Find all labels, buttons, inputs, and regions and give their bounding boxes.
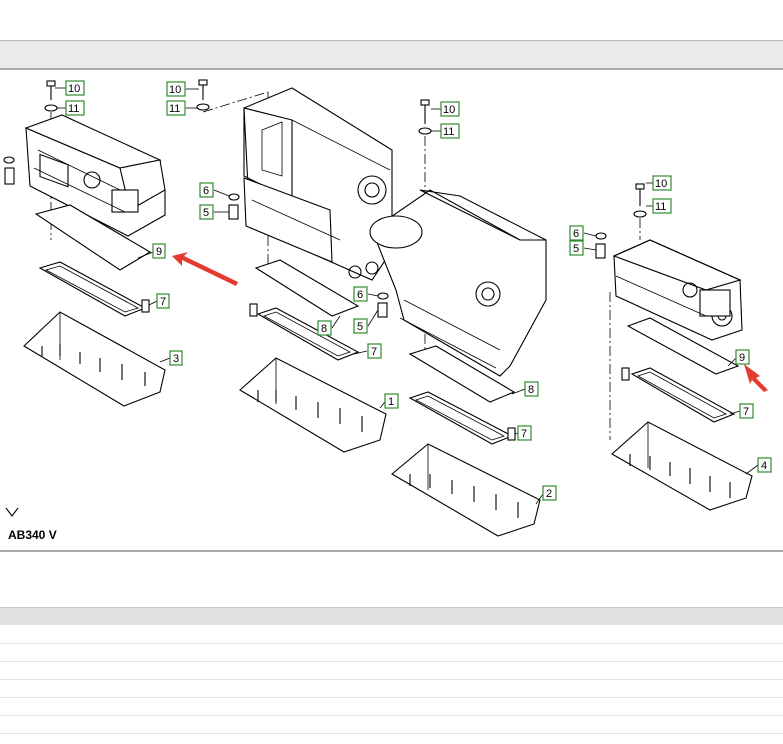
- diagram-canvas: 10 11 9 7 3 10 11 6: [3, 79, 772, 537]
- exploded-parts-diagram: 10 11 9 7 3 10 11 6: [0, 72, 783, 552]
- callout-5: 5: [569, 240, 584, 256]
- svg-text:7: 7: [160, 296, 166, 308]
- svg-text:7: 7: [371, 346, 377, 358]
- callout-7: 7: [517, 425, 532, 441]
- svg-text:6: 6: [203, 185, 209, 197]
- model-label: AB340 V: [8, 528, 57, 542]
- svg-text:10: 10: [443, 104, 455, 116]
- highlight-arrow-right: [744, 364, 768, 392]
- table-row-divider: [0, 643, 783, 644]
- right-pan-pins: [629, 454, 731, 498]
- svg-text:10: 10: [169, 84, 181, 96]
- callout-8: 8: [524, 381, 539, 397]
- center-housing-assembly: [369, 99, 547, 537]
- right-assembly: [595, 183, 753, 511]
- svg-text:11: 11: [169, 103, 180, 115]
- callout-7: 7: [739, 403, 754, 419]
- callout-9: 9: [735, 349, 750, 365]
- callout-10: 10: [440, 101, 460, 117]
- center-frame-assembly: [196, 79, 393, 453]
- callout-6: 6: [353, 286, 368, 302]
- svg-text:4: 4: [761, 460, 767, 472]
- highlight-arrow-left: [172, 252, 238, 286]
- svg-text:8: 8: [528, 384, 534, 396]
- callout-11: 11: [440, 123, 460, 139]
- callout-10: 10: [166, 81, 186, 97]
- table-header-bar: [0, 607, 783, 625]
- callout-10: 10: [652, 175, 672, 191]
- svg-text:11: 11: [68, 103, 79, 115]
- svg-text:6: 6: [357, 289, 363, 301]
- svg-text:3: 3: [173, 353, 179, 365]
- callout-4: 4: [757, 457, 772, 473]
- callout-11: 11: [65, 100, 85, 116]
- callout-1: 1: [384, 393, 399, 409]
- center-right-pan-pins: [409, 474, 519, 518]
- toolbar-bar: [0, 40, 783, 70]
- callout-8: 8: [317, 320, 332, 336]
- callout-5: 5: [353, 318, 368, 334]
- callout-7: 7: [156, 293, 170, 309]
- svg-text:7: 7: [521, 428, 527, 440]
- svg-text:8: 8: [321, 323, 327, 335]
- left-pan-pins: [41, 344, 146, 386]
- center-pan-pins: [257, 390, 363, 432]
- callout-11: 11: [166, 100, 186, 116]
- svg-text:7: 7: [743, 406, 749, 418]
- table-row-divider: [0, 715, 783, 716]
- callout-9: 9: [152, 243, 166, 259]
- table-row-divider: [0, 697, 783, 698]
- leader-lines: [55, 87, 759, 505]
- svg-text:1: 1: [388, 396, 394, 408]
- svg-text:5: 5: [203, 207, 209, 219]
- svg-text:5: 5: [357, 321, 363, 333]
- svg-text:5: 5: [573, 243, 579, 255]
- callout-2: 2: [542, 485, 557, 501]
- callout-6: 6: [569, 225, 584, 241]
- callout-10: 10: [65, 80, 85, 96]
- svg-text:10: 10: [655, 178, 667, 190]
- svg-text:6: 6: [573, 228, 579, 240]
- table-row-divider: [0, 733, 783, 734]
- callout-7: 7: [367, 343, 382, 359]
- callout-5: 5: [199, 204, 214, 220]
- table-row-divider: [0, 661, 783, 662]
- svg-text:9: 9: [739, 352, 745, 364]
- callout-11: 11: [652, 198, 672, 214]
- svg-text:9: 9: [156, 246, 162, 258]
- callout-6: 6: [199, 182, 214, 198]
- left-assembly: [3, 80, 166, 517]
- svg-text:10: 10: [68, 83, 80, 95]
- table-row-divider: [0, 679, 783, 680]
- svg-text:11: 11: [443, 126, 454, 138]
- svg-text:2: 2: [546, 488, 552, 500]
- svg-text:11: 11: [655, 201, 666, 213]
- callout-3: 3: [169, 350, 183, 366]
